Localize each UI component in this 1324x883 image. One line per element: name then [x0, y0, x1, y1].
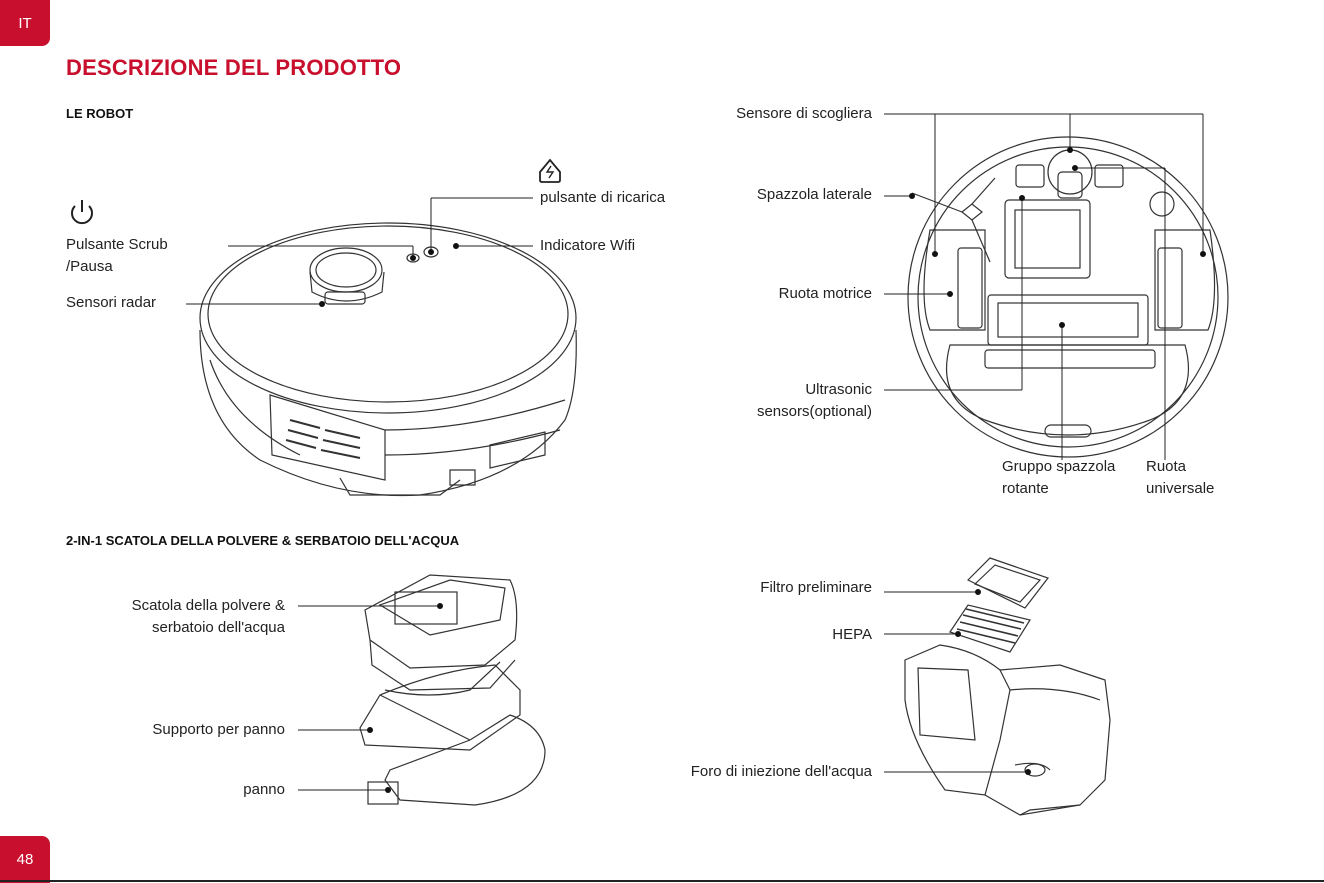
- water-inlet-label: Foro di iniezione dell'acqua: [691, 761, 872, 783]
- cliff-sensor-label: Sensore di scogliera: [736, 103, 872, 125]
- bottom-rule: [0, 880, 1324, 882]
- universal-wheel-label: Ruota universale: [1146, 456, 1214, 500]
- charge-button-label: pulsante di ricarica: [540, 187, 665, 209]
- charge-home-icon: [540, 160, 560, 182]
- robot-top-view: [200, 223, 576, 496]
- roller-brush-label: Gruppo spazzola rotante: [1002, 456, 1115, 500]
- filter-tank-view: [905, 558, 1110, 815]
- hepa-label: HEPA: [832, 624, 872, 646]
- callout-lines: [186, 114, 1203, 790]
- scrub-pause-label: Pulsante Scrub /Pausa: [66, 234, 168, 278]
- dustbin-exploded-view: [360, 575, 545, 805]
- prefilter-label: Filtro preliminare: [760, 577, 872, 599]
- mop-label: panno: [243, 779, 285, 801]
- side-brush-label: Spazzola laterale: [757, 184, 872, 206]
- mop-support-label: Supporto per panno: [152, 719, 285, 741]
- wifi-indicator-label: Indicatore Wifi: [540, 235, 635, 257]
- drive-wheel-label: Ruota motrice: [779, 283, 872, 305]
- robot-underside-view: [908, 137, 1228, 457]
- power-icon: [72, 200, 92, 223]
- ultrasonic-sensor-label: Ultrasonic sensors(optional): [757, 379, 872, 423]
- dustbin-tank-label: Scatola della polvere & serbatoio dell'a…: [132, 595, 285, 639]
- radar-sensor-label: Sensori radar: [66, 292, 156, 314]
